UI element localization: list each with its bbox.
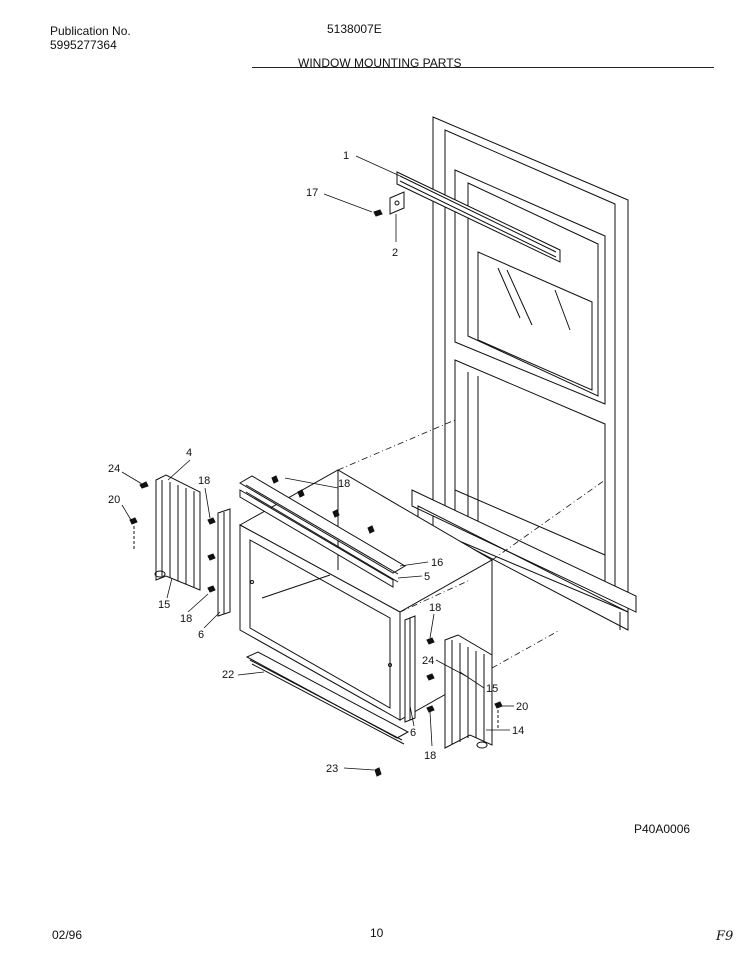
callout-6-left: 6 — [198, 629, 204, 641]
callout-24-left: 24 — [108, 463, 120, 475]
model-number: 5138007E — [327, 22, 382, 36]
callout-18-left: 18 — [198, 475, 210, 487]
window-frame — [411, 116, 637, 631]
bottom-rail — [245, 651, 410, 777]
section-title: WINDOW MOUNTING PARTS — [298, 56, 462, 70]
left-side-panel — [129, 474, 201, 591]
callout-2: 2 — [392, 247, 398, 259]
right-side-panel — [444, 634, 503, 749]
right-seal-strip — [404, 615, 416, 723]
top-rail-channel — [239, 475, 406, 588]
callout-23: 23 — [326, 763, 338, 775]
callout-17: 17 — [306, 187, 318, 199]
callout-1: 1 — [343, 150, 349, 162]
callout-labels: 1 17 2 4 24 18 20 18 16 5 15 18 6 18 22 … — [108, 150, 528, 775]
publication-date: 02/96 — [52, 928, 83, 942]
assembly-guide-lines — [337, 419, 606, 669]
callout-4: 4 — [186, 447, 192, 459]
screws — [207, 475, 435, 713]
callout-20-left: 20 — [108, 494, 120, 506]
callout-18-right: 18 — [429, 602, 441, 614]
callout-18-right-lower: 18 — [424, 750, 436, 762]
left-seal-strip — [217, 508, 231, 617]
callout-18-top: 18 — [338, 478, 350, 490]
callout-6-right: 6 — [410, 727, 416, 739]
callout-15-right: 15 — [486, 683, 498, 695]
callout-14: 14 — [512, 725, 524, 737]
callout-15-left: 15 — [158, 599, 170, 611]
top-seal-strip — [373, 171, 561, 263]
callout-18-left-lower: 18 — [180, 613, 192, 625]
publication-label: Publication No. — [50, 24, 131, 38]
callout-5: 5 — [424, 571, 430, 583]
header-rule — [252, 67, 714, 68]
callout-22: 22 — [222, 669, 234, 681]
diagram-code: P40A0006 — [634, 822, 691, 836]
callout-24-right: 24 — [422, 655, 434, 667]
callout-20-right: 20 — [516, 701, 528, 713]
leader-lines — [121, 155, 514, 771]
page-number: 10 — [370, 926, 384, 940]
callout-16: 16 — [431, 557, 443, 569]
publication-number: 5995277364 — [50, 38, 117, 52]
corner-handwritten-mark: F9 — [716, 929, 734, 944]
